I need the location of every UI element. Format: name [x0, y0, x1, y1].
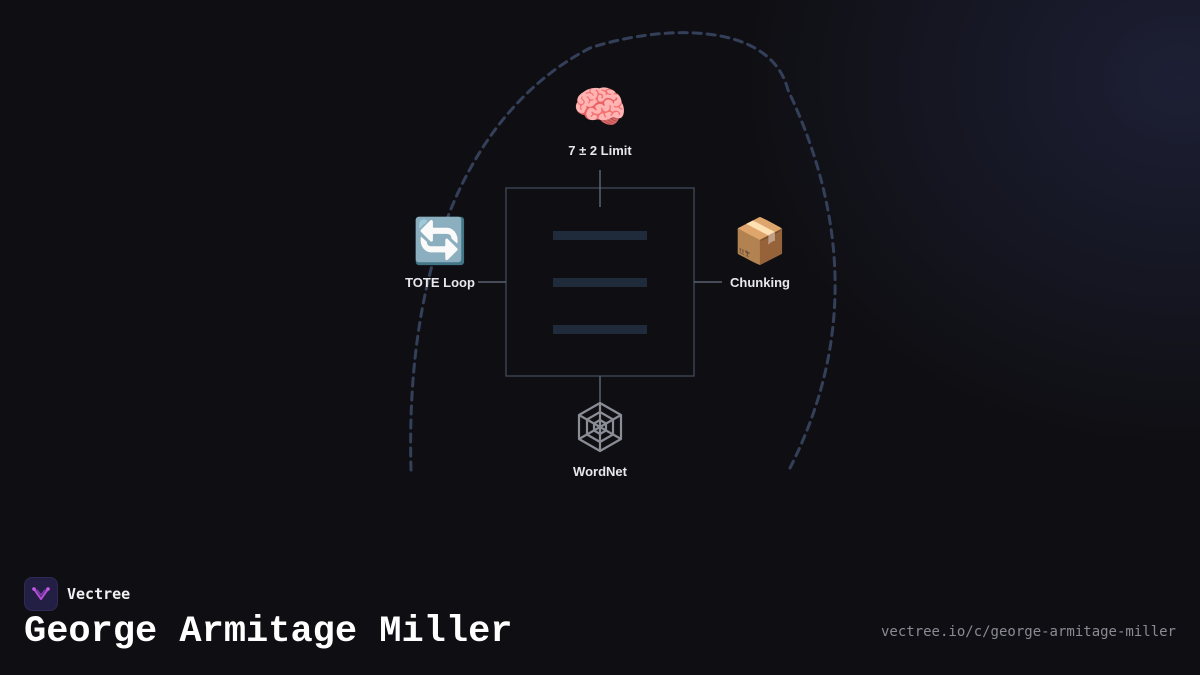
central-bar-1 — [553, 231, 647, 240]
spider-web-icon — [577, 401, 623, 453]
node-wordnet: WordNet — [573, 401, 628, 479]
package-icon: 📦 — [733, 216, 788, 267]
node-tote-loop: 🔄 TOTE Loop — [405, 216, 475, 290]
brain-icon: 🧠 — [573, 82, 628, 133]
node-label-chunking: Chunking — [730, 275, 790, 290]
loop-arrows-icon: 🔄 — [413, 216, 468, 267]
node-label-tote-loop: TOTE Loop — [405, 275, 475, 290]
node-limit: 🧠 7 ± 2 Limit — [568, 82, 632, 158]
node-label-wordnet: WordNet — [573, 464, 628, 479]
dashed-arc — [409, 31, 837, 472]
page-title: George Armitage Miller — [24, 611, 513, 653]
node-chunking: 📦 Chunking — [730, 216, 790, 290]
node-label-limit: 7 ± 2 Limit — [568, 143, 632, 158]
central-bar-3 — [553, 325, 647, 334]
page-url[interactable]: vectree.io/c/george-armitage-miller — [880, 624, 1176, 640]
brand: Vectree — [24, 577, 130, 611]
vectree-logo-icon — [24, 577, 58, 611]
brand-name: Vectree — [67, 585, 131, 603]
concept-diagram: 🧠 7 ± 2 Limit 🔄 TOTE Loop 📦 Chunking Wor… — [405, 31, 837, 479]
central-bar-2 — [553, 278, 647, 287]
